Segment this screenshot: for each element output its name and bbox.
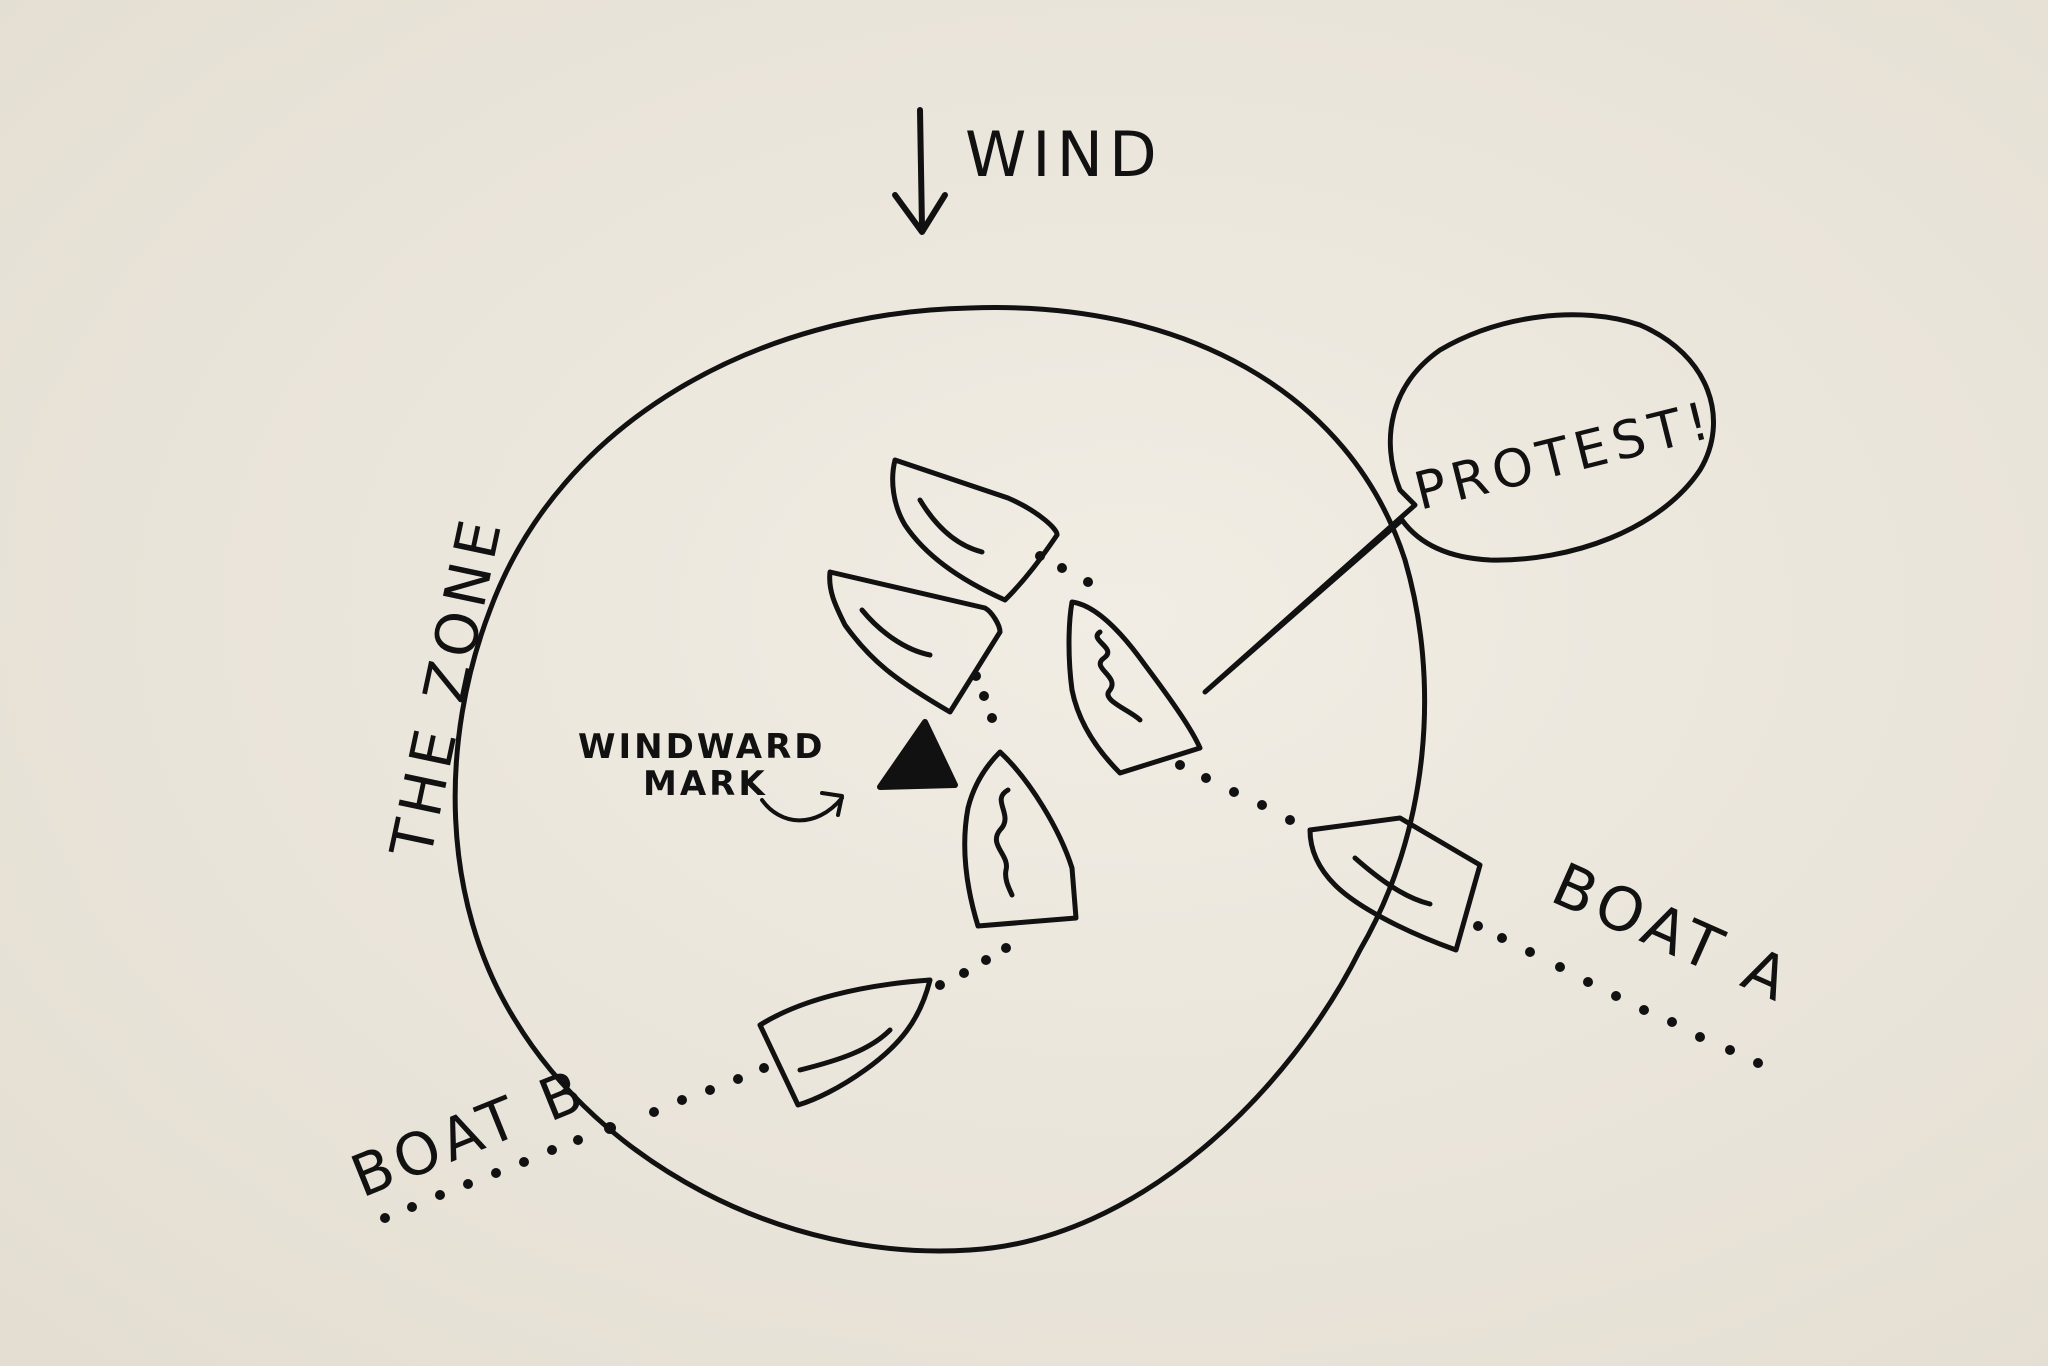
sailboat-hull-icon [757, 977, 933, 1108]
sailboat-hull-icon [962, 749, 1079, 929]
mark-label-line2: MARK [643, 764, 768, 804]
boat-b-track [380, 671, 1011, 1223]
sailboat-hull-icon [1066, 599, 1203, 776]
track-dots [380, 551, 1763, 1223]
boats [757, 457, 1483, 1108]
sailboat-hull-icon [890, 457, 1060, 603]
speech-bubble-icon [1202, 312, 1716, 695]
zone-circle [452, 305, 1428, 1254]
wind-label: WIND [965, 118, 1163, 191]
windward-mark-triangle-icon [877, 719, 958, 790]
mark-pointer-arrow [760, 791, 844, 823]
boat-a-track [1035, 551, 1763, 1068]
wind-arrow-icon [892, 107, 948, 235]
sailboat-hull-icon [1307, 815, 1483, 953]
mark-label-line1: WINDWARD [578, 727, 826, 767]
sailboat-hull-icon [827, 569, 1003, 715]
